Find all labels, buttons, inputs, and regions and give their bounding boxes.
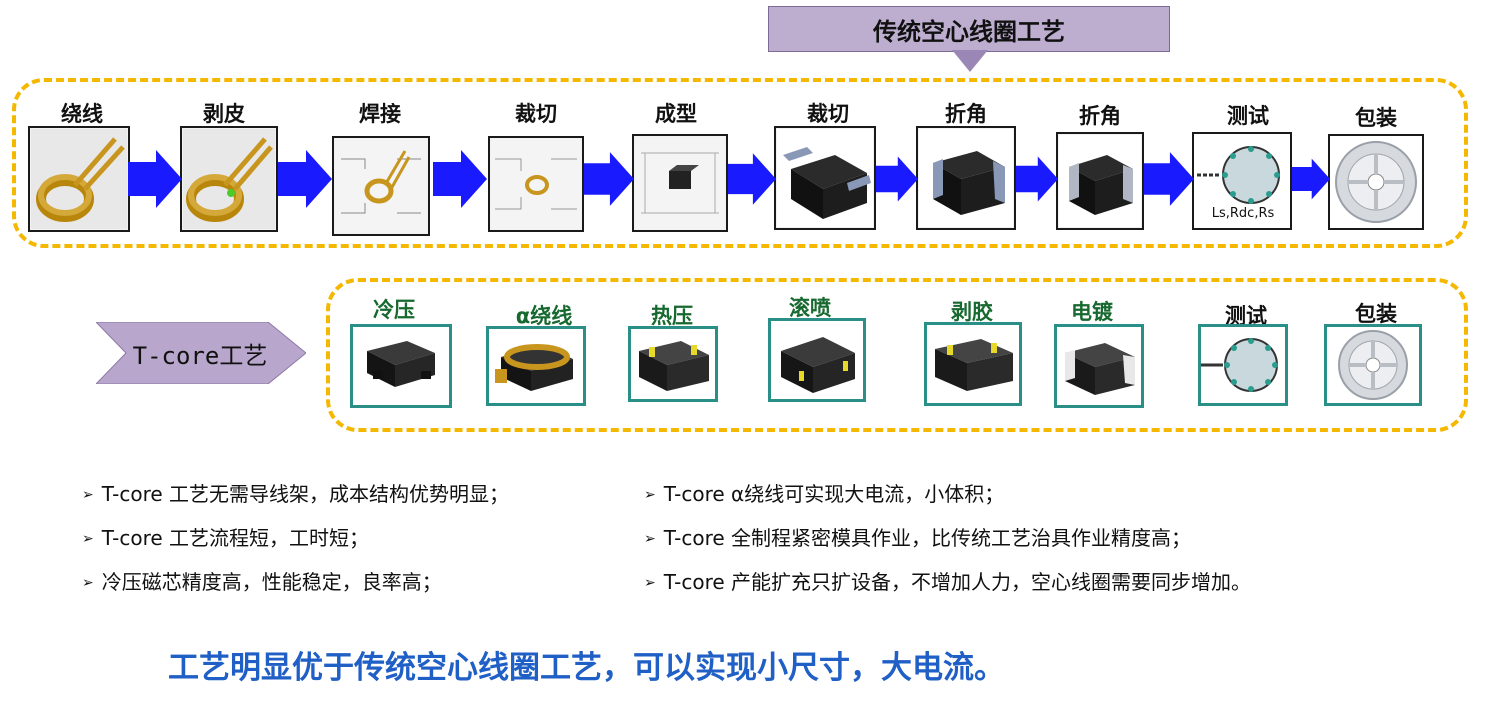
bullet-item: ➢T-core 全制程紧密模具作业，比传统工艺治具作业精度高； [644,526,1192,550]
arrow-right-icon [728,153,776,205]
bent-terminal-icon [1056,132,1144,230]
step-label: 绕线 [61,102,103,126]
conclusion-text: 工艺明显优于传统空心线圈工艺，可以实现小尺寸，大电流。 [168,650,1005,686]
step-label: 成型 [655,102,697,126]
bullet-arrow-icon: ➢ [82,487,94,503]
tcore-step-label: 热压 [651,304,693,328]
tape-reel-icon [1328,134,1424,230]
arrow-right-icon [128,150,182,208]
tcore-step-label: 滚喷 [789,296,831,320]
coil-icon [28,126,130,232]
glue-strip-icon [924,322,1022,406]
bullet-arrow-icon: ➢ [82,531,94,547]
bullet-item: ➢T-core 工艺无需导线架，成本结构优势明显； [82,482,510,506]
alpha-winding-icon [486,326,586,406]
test-fixture-icon [1198,324,1288,406]
tcore-step-label: 剥胶 [951,300,993,324]
tcore-process-label: T-core工艺 [132,341,268,370]
step-label: 包装 [1355,106,1397,130]
tcore-step-label: 冷压 [373,298,415,322]
arrow-right-icon [1016,156,1058,202]
tape-reel-icon [1324,324,1422,406]
bullet-arrow-icon: ➢ [644,575,656,591]
step-label: 测试 [1227,104,1269,128]
arrow-right-icon [876,156,918,202]
plating-icon [1054,324,1144,408]
step-label: 剥皮 [203,102,245,126]
bullet-item: ➢T-core 工艺流程短，工时短； [82,526,370,550]
bullet-item: ➢T-core α绕线可实现大电流，小体积； [644,482,1005,506]
step-label: 裁切 [807,102,849,126]
step-label: 裁切 [515,102,557,126]
arrow-right-icon [1292,158,1330,200]
coil-stripped-icon [180,126,278,232]
arrow-right-icon [1144,152,1194,206]
tcore-step-label: α绕线 [515,304,573,328]
bent-terminal-icon [916,126,1016,230]
step-label: 焊接 [359,102,401,126]
process-title: 传统空心线圈工艺 [768,6,1170,52]
bullet-arrow-icon: ➢ [82,575,94,591]
arrow-right-icon [433,150,487,208]
cut-component-icon [774,126,876,230]
bullet-item: ➢冷压磁芯精度高，性能稳定，良率高； [82,570,442,594]
tcore-step-label: 包装 [1355,302,1397,326]
traditional-process-panel [12,78,1468,248]
cut-coil-icon [488,136,584,232]
test-fixture-icon [1192,132,1292,230]
tcore-process-panel [326,278,1468,432]
tcore-arrow-shape [96,322,306,384]
spray-coat-icon [768,318,866,402]
bullet-arrow-icon: ➢ [644,531,656,547]
title-pointer [952,50,988,72]
test-caption: Ls,Rdc,Rs [1211,206,1275,221]
step-label: 折角 [1079,104,1121,128]
step-label: 折角 [945,102,987,126]
cold-press-core-icon [350,324,452,408]
bullet-item: ➢T-core 产能扩充只扩设备，不增加人力，空心线圈需要同步增加。 [644,570,1252,594]
welded-coil-icon [332,136,430,236]
arrow-right-icon [584,152,634,206]
hot-press-icon [628,326,718,402]
tcore-step-label: 电镀 [1071,300,1113,324]
bullet-arrow-icon: ➢ [644,487,656,503]
molded-core-icon [632,134,728,232]
arrow-right-icon [278,150,332,208]
